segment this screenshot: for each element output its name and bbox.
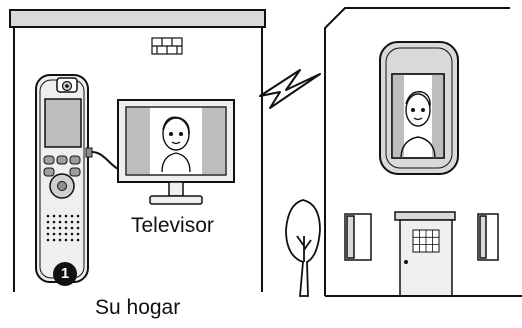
tree-icon — [285, 199, 321, 297]
person-face-icon — [161, 116, 191, 173]
left-window — [344, 213, 372, 261]
wireless-signal-icon — [259, 69, 321, 109]
front-door — [394, 211, 456, 297]
home-label: Su hogar — [95, 296, 181, 319]
video-cable — [91, 151, 121, 171]
right-window — [477, 213, 499, 261]
person-face-icon — [400, 91, 436, 158]
home-building — [9, 9, 266, 292]
brick-icon — [151, 37, 183, 55]
remote-house — [324, 7, 510, 296]
callout-number-badge: 1 — [53, 262, 77, 286]
door-station — [379, 41, 459, 175]
television — [117, 99, 235, 205]
tv-label: Televisor — [131, 214, 214, 237]
handheld-device — [35, 74, 93, 283]
